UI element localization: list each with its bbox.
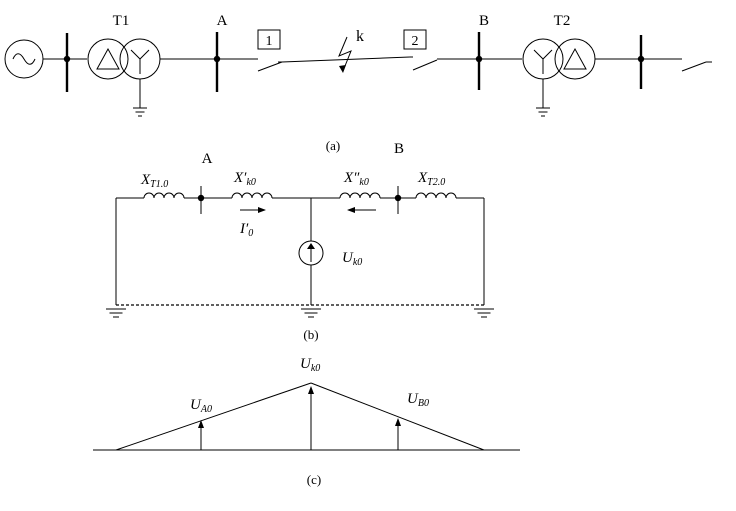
label-bus-a: A xyxy=(217,13,228,29)
breaker-1-box xyxy=(257,29,281,50)
load-bus-node xyxy=(637,55,645,63)
inductor-xt2 xyxy=(415,192,457,199)
ground-middle-icon xyxy=(301,308,321,318)
transformer-t2-symbol xyxy=(522,38,596,117)
generator-symbol xyxy=(4,39,44,79)
caption-c: (c) xyxy=(307,472,321,487)
voltage-distribution: Uk0 UA0 UB0 (c) xyxy=(93,356,520,487)
label-breaker-1: 1 xyxy=(266,34,273,49)
label-uk0: Uk0 xyxy=(300,356,320,374)
transmission-line xyxy=(281,56,411,63)
label-fault-k: k xyxy=(356,28,364,45)
label-bus-b: B xyxy=(479,13,489,29)
inductor-xk-dprime xyxy=(339,192,381,199)
transformer-t1-symbol xyxy=(87,38,161,117)
inductor-xk-prime xyxy=(231,192,273,199)
label-t2: T2 xyxy=(554,13,571,29)
bus-b-node-b xyxy=(394,194,402,202)
voltage-slope-left xyxy=(115,382,312,451)
label-ua0: UA0 xyxy=(190,397,212,415)
label-xk-prime: X′k0 xyxy=(233,170,256,188)
label-breaker-2: 2 xyxy=(412,34,419,49)
fault-lightning-icon xyxy=(338,36,352,73)
current-source-icon xyxy=(298,240,324,266)
inductor-xt1 xyxy=(143,192,185,199)
label-xt2: XT2.0 xyxy=(417,170,445,188)
zero-sequence-network: XT1.0 A X′k0 I′0 X″k0 B XT2.0 xyxy=(106,141,494,342)
caption-a: (a) xyxy=(326,138,340,153)
generator-bus-node xyxy=(63,55,71,63)
label-t1: T1 xyxy=(113,13,130,29)
breaker-2-switch xyxy=(412,59,438,71)
label-bus-a-b: A xyxy=(202,151,213,167)
ground-right-icon xyxy=(474,308,494,318)
label-bus-b-b: B xyxy=(394,141,404,157)
label-xt1: XT1.0 xyxy=(140,172,168,190)
load-breaker-switch xyxy=(681,61,707,72)
voltage-slope-right xyxy=(310,382,485,451)
label-current: I′0 xyxy=(239,221,253,239)
label-xk-dprime: X″k0 xyxy=(343,170,369,188)
bus-a-node-b xyxy=(197,194,205,202)
breaker-1-switch xyxy=(257,61,283,72)
label-source: Uk0 xyxy=(342,250,362,268)
caption-b: (b) xyxy=(303,327,318,342)
label-ub0: UB0 xyxy=(407,391,429,409)
breaker-2-box xyxy=(403,29,427,50)
one-line-diagram: T1 A 1 k 2 B xyxy=(4,13,712,153)
ground-left-icon xyxy=(106,308,126,318)
